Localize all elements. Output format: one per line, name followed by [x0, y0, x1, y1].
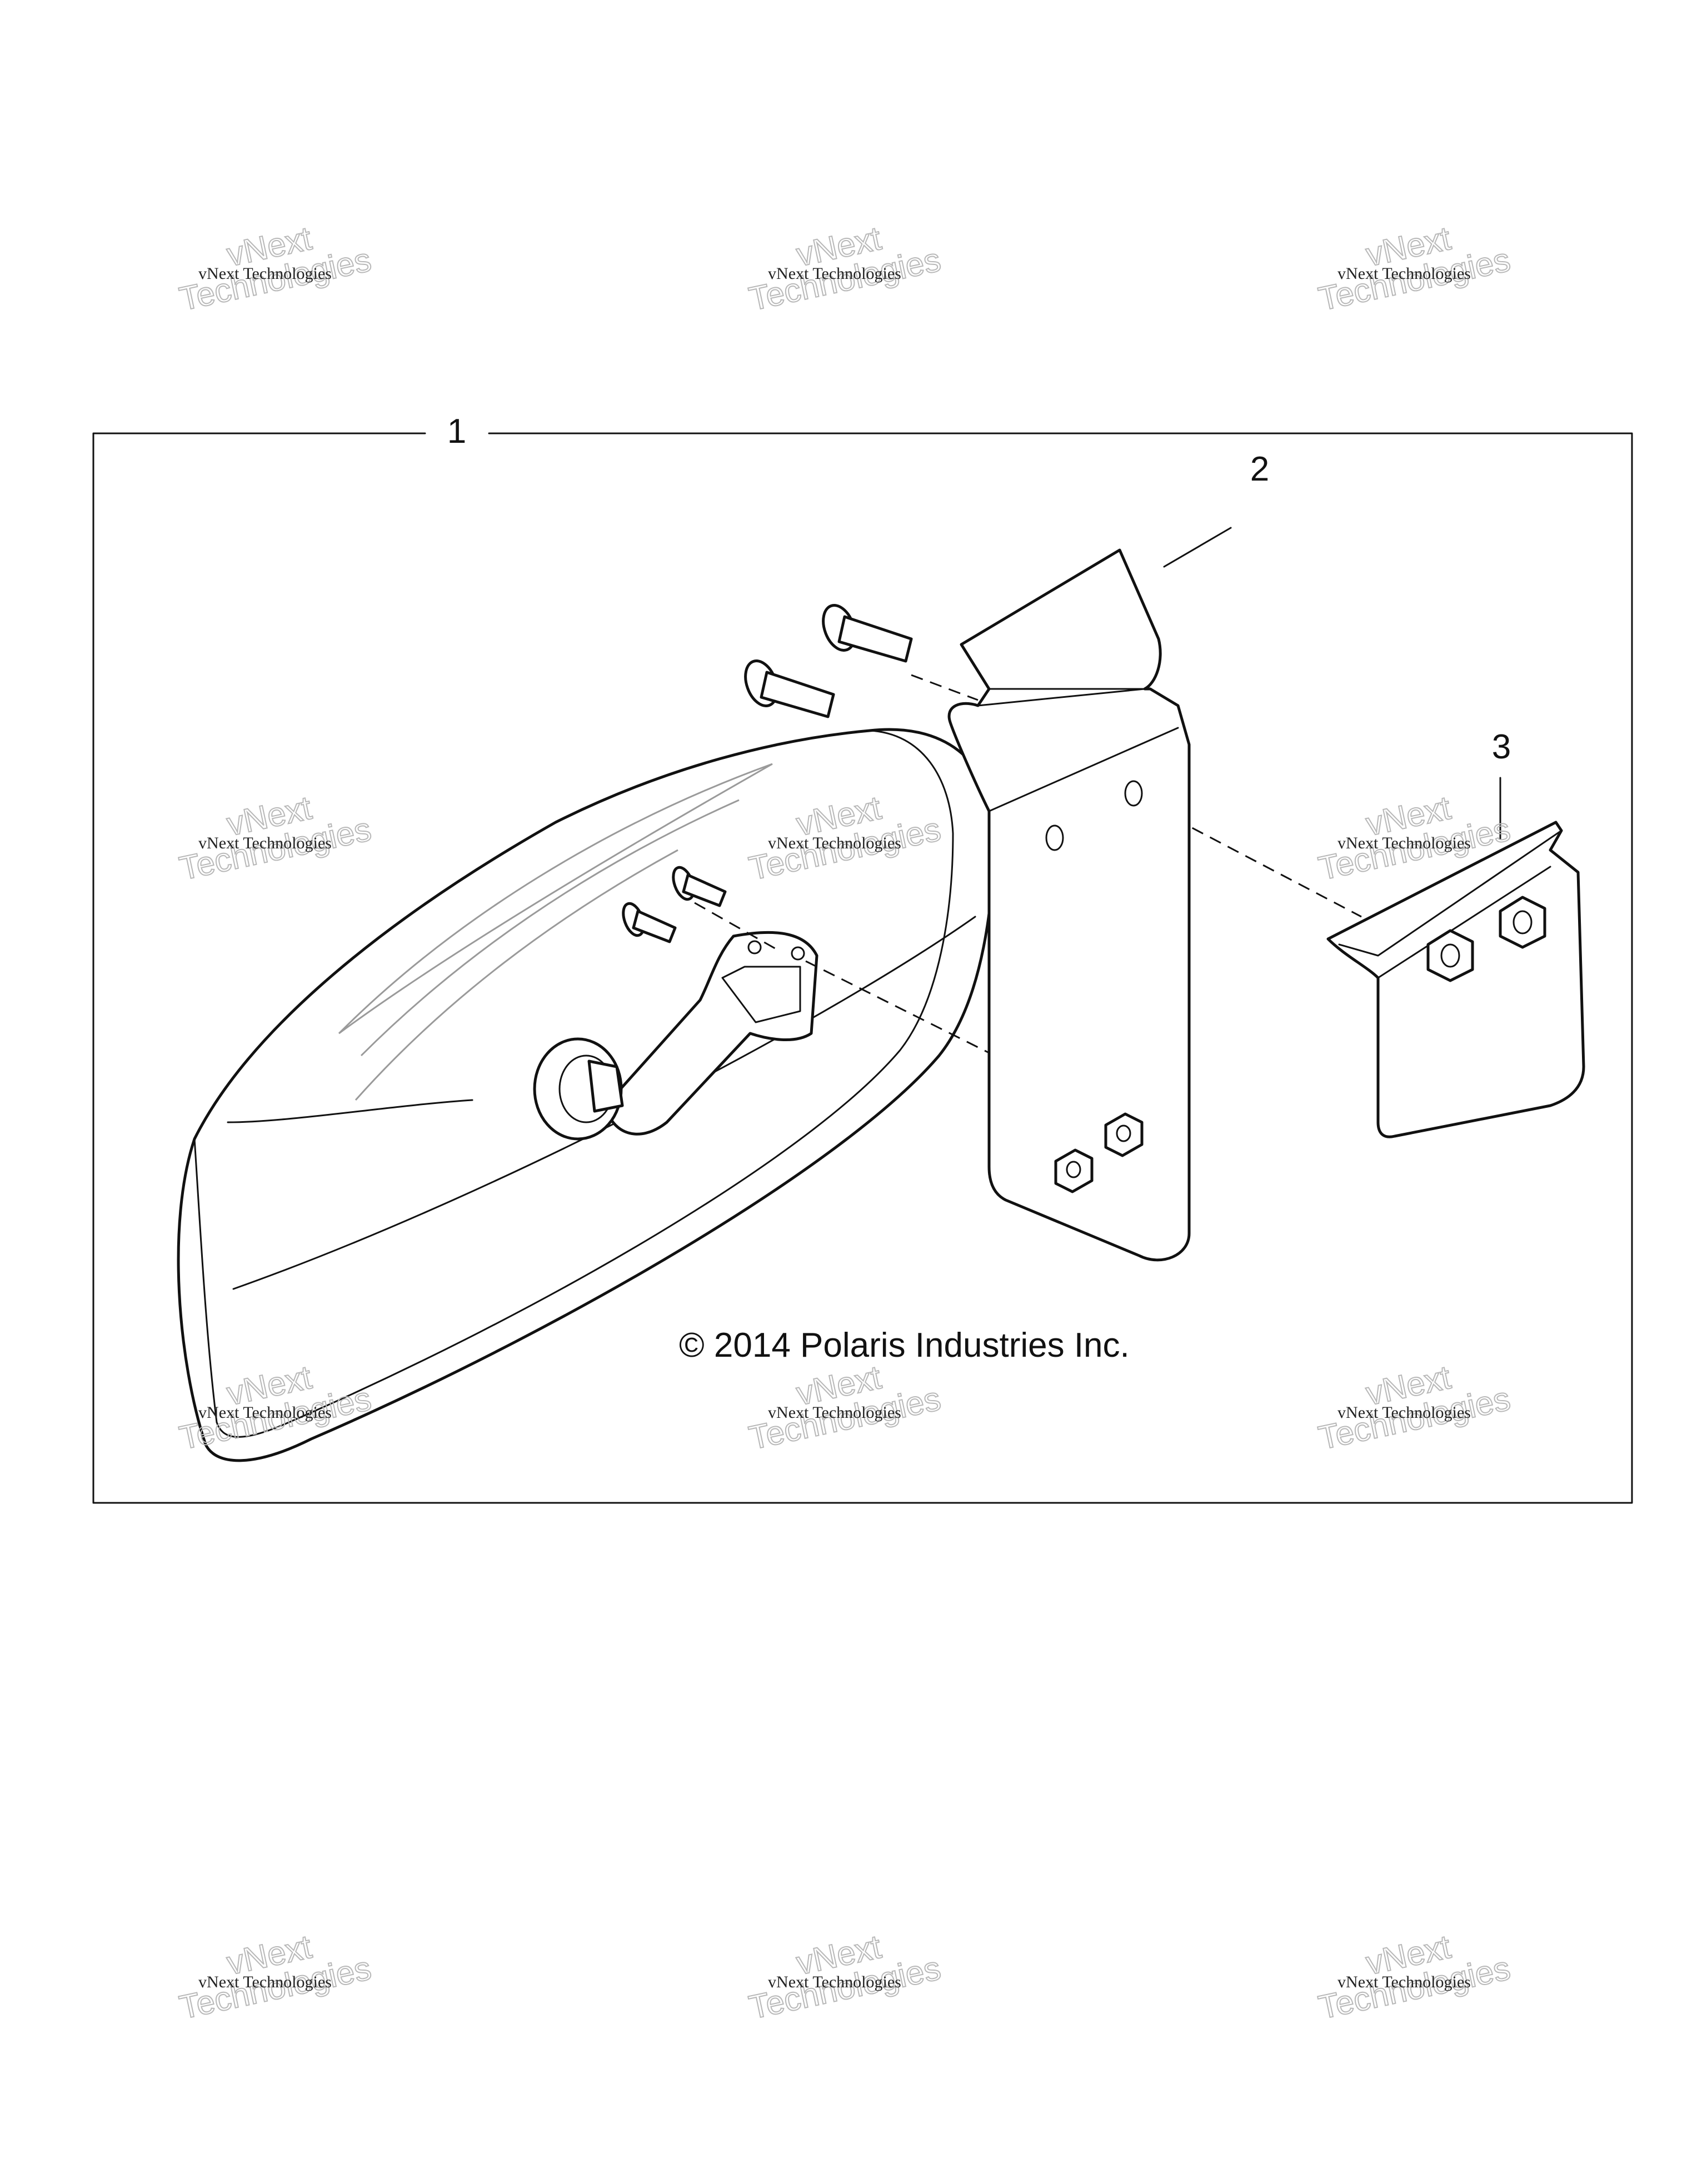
svg-text:vNext Technologies: vNext Technologies	[768, 834, 901, 852]
bracket-item-2	[947, 548, 1191, 1262]
mirror-screw	[672, 866, 727, 907]
watermark: Technologies vNext vNext Technologies	[1315, 1358, 1514, 1457]
nut	[1054, 1148, 1094, 1193]
svg-text:vNext Technologies: vNext Technologies	[198, 264, 332, 283]
watermark: Technologies vNext vNext Technologies	[176, 788, 375, 888]
nut	[1499, 896, 1546, 949]
svg-text:vNext Technologies: vNext Technologies	[1337, 1403, 1471, 1422]
mirror-screw	[622, 902, 677, 943]
copyright-notice: © 2014 Polaris Industries Inc.	[679, 1326, 1130, 1365]
svg-text:vNext Technologies: vNext Technologies	[1337, 1973, 1471, 1991]
svg-text:vNext Technologies: vNext Technologies	[768, 1403, 901, 1422]
mirror-assembly	[177, 728, 996, 1462]
assembly-line	[694, 902, 778, 951]
callout-1: 1	[447, 412, 466, 451]
svg-text:vNext Technologies: vNext Technologies	[1337, 834, 1471, 852]
svg-text:vNext Technologies: vNext Technologies	[198, 1973, 332, 1991]
bolt	[822, 604, 913, 663]
callout-2: 2	[1250, 450, 1269, 488]
watermark: Technologies vNext vNext Technologies	[1315, 1927, 1514, 2027]
svg-text:vNext Technologies: vNext Technologies	[198, 1403, 332, 1422]
svg-text:vNext Technologies: vNext Technologies	[768, 1973, 901, 1991]
assembly-line	[805, 960, 995, 1057]
svg-text:vNext Technologies: vNext Technologies	[1337, 264, 1471, 283]
watermark: Technologies vNext vNext Technologies	[1315, 219, 1514, 318]
watermark: Technologies vNext vNext Technologies	[176, 219, 375, 318]
svg-text:vNext Technologies: vNext Technologies	[768, 264, 901, 283]
watermark: Technologies vNext vNext Technologies	[745, 219, 945, 318]
nut	[1104, 1112, 1144, 1157]
bolt	[744, 659, 835, 718]
leader-item-2	[1163, 527, 1232, 568]
assembly-line	[911, 674, 979, 701]
callout-3: 3	[1492, 728, 1511, 766]
watermark: Technologies vNext vNext Technologies	[176, 1927, 375, 2027]
svg-text:vNext Technologies: vNext Technologies	[198, 834, 332, 852]
kit-frame	[92, 432, 1633, 1504]
bracket-item-3	[1326, 821, 1585, 1138]
watermark: Technologies vNext vNext Technologies	[745, 1927, 945, 2027]
nut	[1426, 929, 1474, 982]
